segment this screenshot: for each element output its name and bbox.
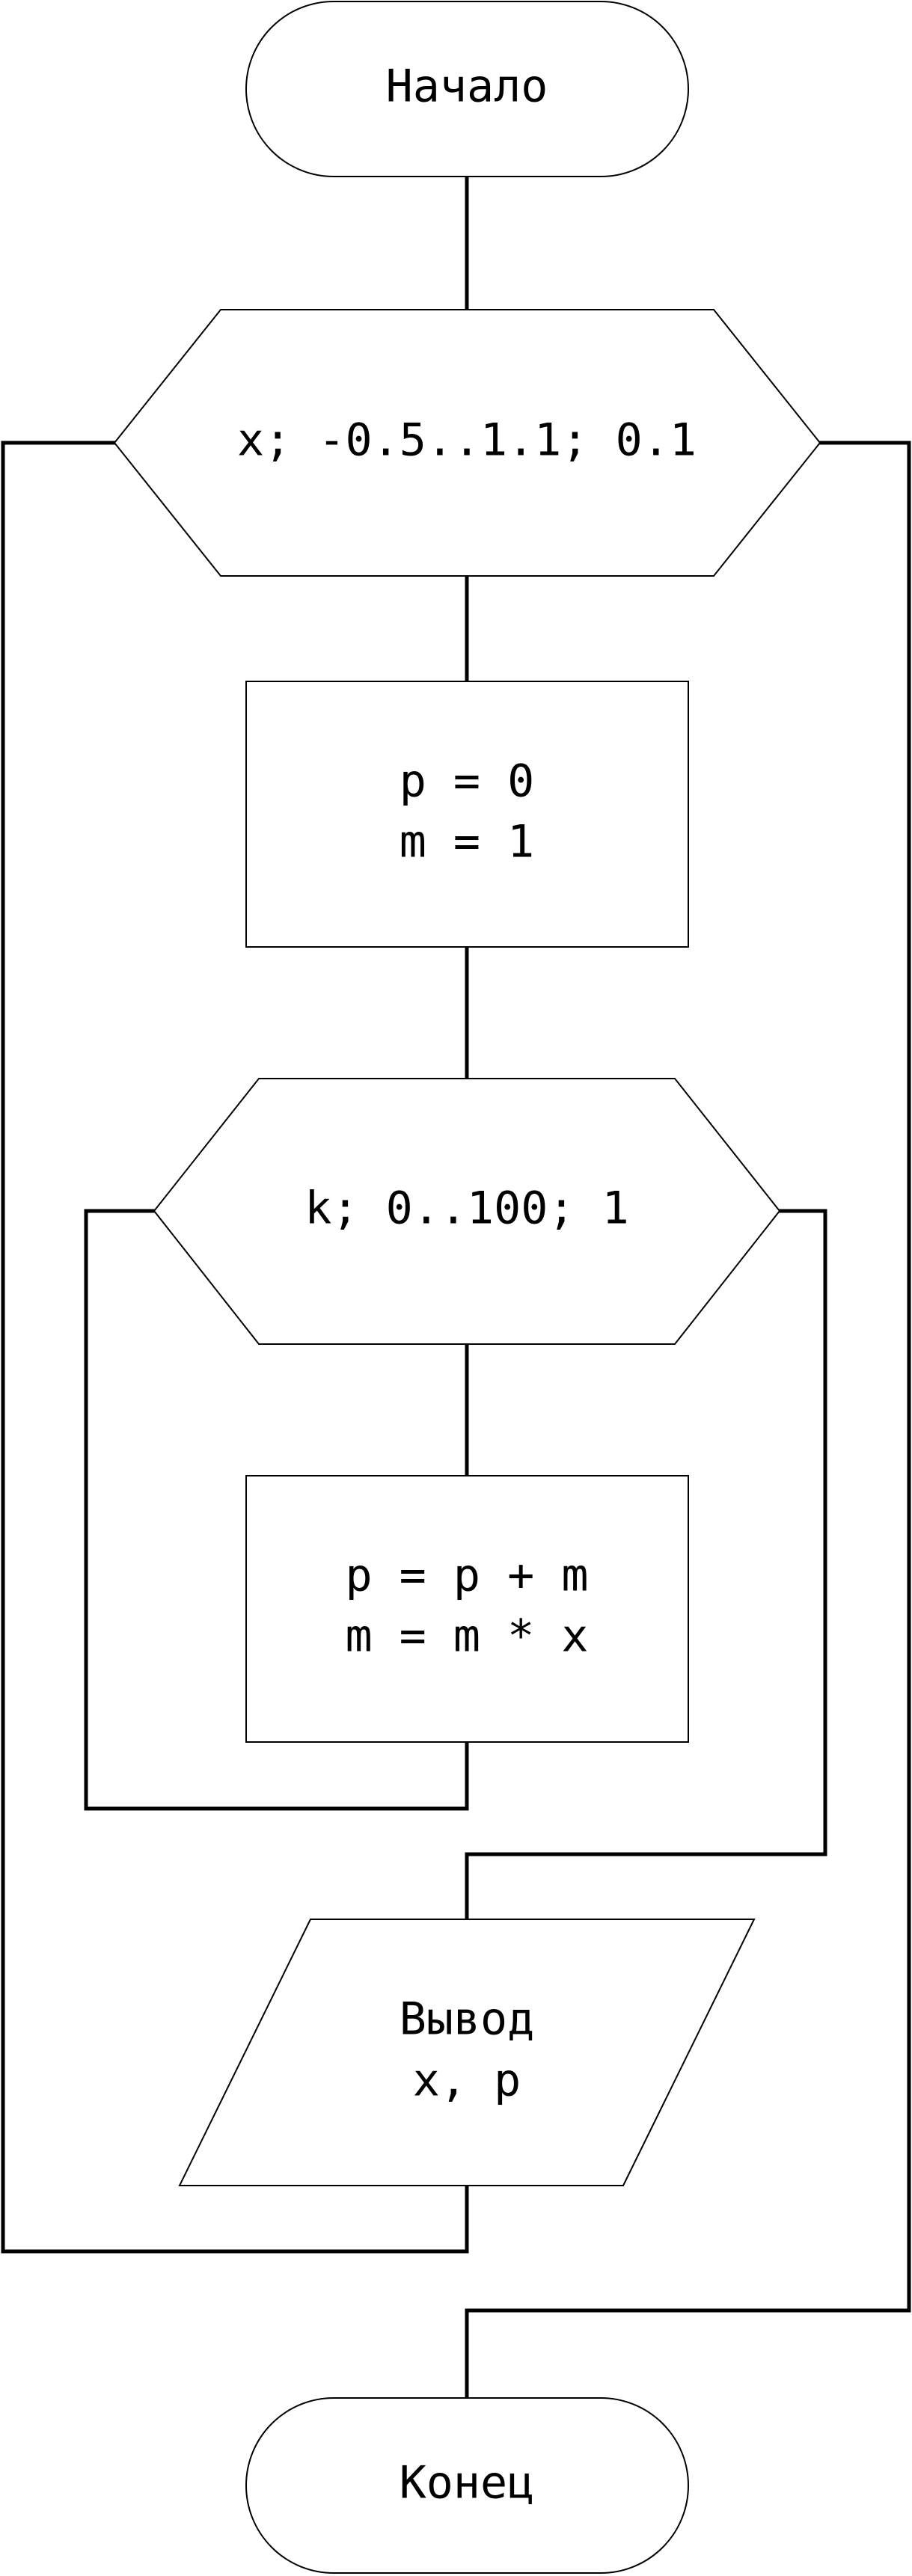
output-shape <box>178 1919 756 2186</box>
connector-outer-loop-back <box>1 441 469 2254</box>
inner-loop-block: k; 0..100; 1 <box>153 1078 781 1345</box>
init-line-1: p = 0 <box>400 755 535 808</box>
end-shape <box>245 2397 689 2574</box>
update-line-2: m = m * x <box>345 1610 588 1663</box>
connector-inner-loop-back <box>84 1209 469 1811</box>
inner-loop-shape <box>153 1078 781 1345</box>
update-process-block: p = p + m m = m * x <box>245 1475 689 1743</box>
connector-outer-loop-exit <box>465 441 911 2400</box>
connector-inner-loop-exit <box>465 1209 827 1922</box>
update-line-1: p = p + m <box>345 1550 588 1602</box>
init-line-2: m = 1 <box>400 816 535 868</box>
start-terminator: Начало <box>245 1 689 177</box>
outer-loop-label: x; -0.5..1.1; 0.1 <box>237 414 697 467</box>
output-block: Вывод x, p <box>178 1919 756 2186</box>
init-process-block: p = 0 m = 1 <box>245 681 689 948</box>
connectors <box>1 174 911 2400</box>
end-label: Конец <box>400 2457 535 2509</box>
start-label: Начало <box>386 61 548 113</box>
end-terminator: Конец <box>245 2397 689 2574</box>
init-process-shape <box>245 681 689 948</box>
outer-loop-block: x; -0.5..1.1; 0.1 <box>113 309 821 577</box>
output-line-2: x, p <box>413 2055 521 2107</box>
update-process-shape <box>245 1475 689 1743</box>
inner-loop-label: k; 0..100; 1 <box>304 1183 628 1235</box>
start-shape <box>245 1 689 177</box>
outer-loop-shape <box>113 309 821 577</box>
output-line-1: Вывод <box>400 1993 535 2046</box>
